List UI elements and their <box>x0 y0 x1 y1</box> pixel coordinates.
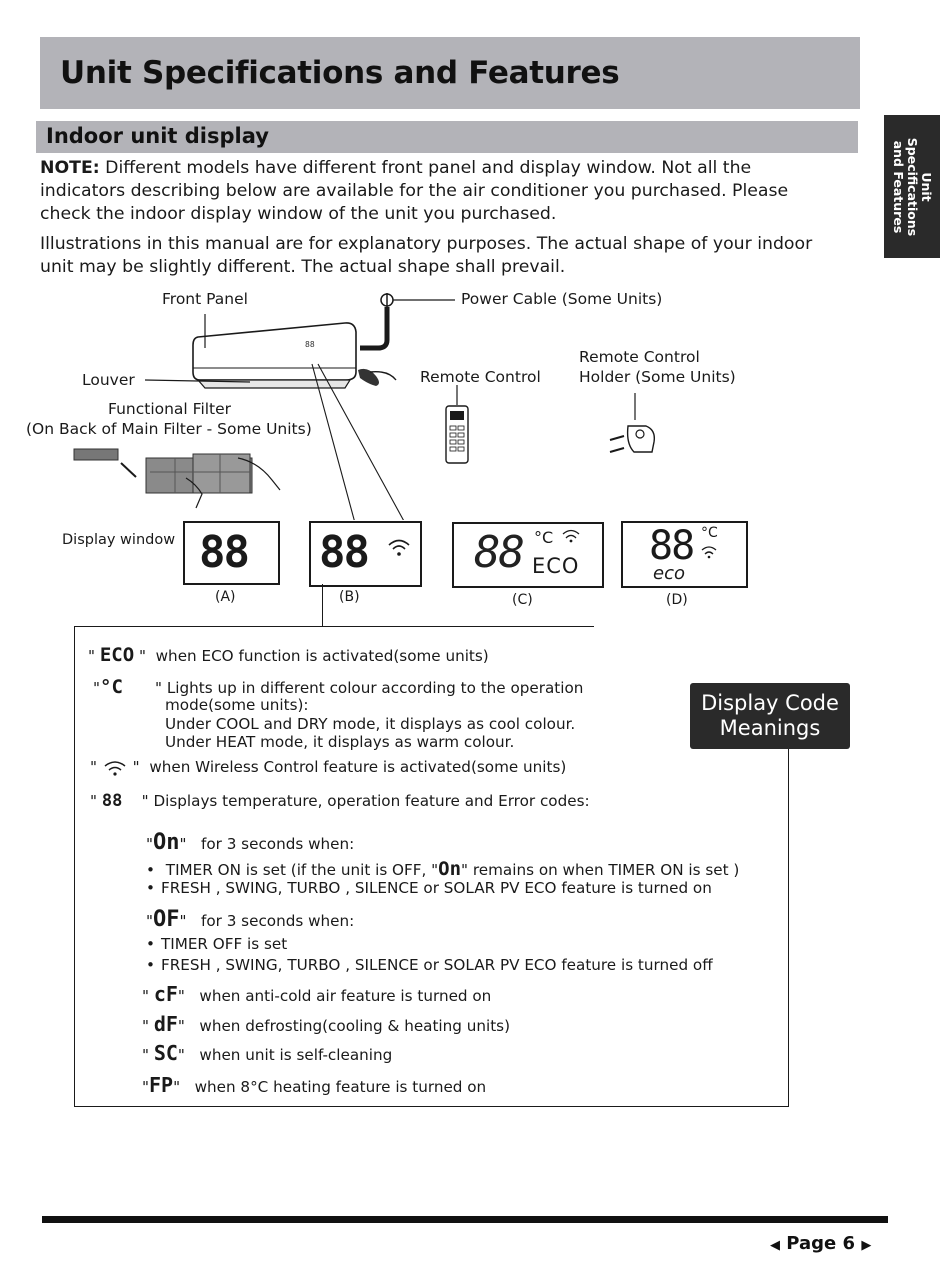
display-c-unit: °C <box>534 528 554 547</box>
df-text: when defrosting(cooling & heating units) <box>199 1017 511 1035</box>
legend-on-row: "On" for 3 seconds when: <box>146 830 355 855</box>
legend-wifi-row: " " when Wireless Control feature is act… <box>90 758 567 776</box>
note-label: NOTE: <box>40 158 100 178</box>
section-title: Indoor unit display <box>46 124 269 148</box>
functional-filter-icon <box>73 448 281 509</box>
legend-digits-row: " 88 " Displays temperature, operation f… <box>90 791 590 811</box>
display-d-eco: eco <box>653 563 685 584</box>
legend-sc-row: " SC" when unit is self-cleaning <box>142 1041 393 1065</box>
power-cable-label: Power Cable (Some Units) <box>461 290 663 308</box>
legend-fp-row: "FP" when 8°C heating feature is turned … <box>142 1073 487 1097</box>
legend-right-border <box>788 747 789 1107</box>
display-window-b: 88 <box>309 521 422 587</box>
page-title-bar: Unit Specifications and Features <box>40 37 860 109</box>
display-c-letter: (C) <box>512 592 533 608</box>
wifi-icon <box>104 760 126 776</box>
pipe-icon <box>358 368 379 386</box>
display-b-digits: 88 <box>319 527 370 578</box>
section-bar: Indoor unit display <box>36 121 858 153</box>
display-d-letter: (D) <box>666 592 688 608</box>
side-tab: Unit Specifications and Features <box>884 115 940 258</box>
cf-text: when anti-cold air feature is turned on <box>199 987 492 1005</box>
display-c-digits: 88 <box>474 527 525 578</box>
wifi-icon <box>388 539 410 556</box>
display-window-label: Display window <box>62 532 176 548</box>
df-symbol: dF <box>153 1012 178 1036</box>
display-window-c: 88 °C ECO <box>452 522 604 588</box>
display-window-a: 88 <box>183 521 280 585</box>
front-panel-label: Front Panel <box>162 290 248 308</box>
illustration-paragraph: Illustrations in this manual are for exp… <box>40 234 813 277</box>
cf-symbol: cF <box>153 982 178 1006</box>
celsius-text-4: Under HEAT mode, it displays as warm col… <box>165 733 515 751</box>
on-bullet-2: FRESH , SWING, TURBO , SILENCE or SOLAR … <box>146 879 712 897</box>
fp-text: when 8°C heating feature is turned on <box>194 1078 487 1096</box>
legend-connector <box>322 584 323 626</box>
celsius-text-2: mode(some units): <box>165 696 309 714</box>
on-bullet-1: TIMER ON is set (if the unit is OFF, "On… <box>146 858 740 880</box>
display-window-d: 88 °C eco <box>621 521 748 588</box>
of-bullet-2: FRESH , SWING, TURBO , SILENCE or SOLAR … <box>146 956 713 974</box>
of-text: for 3 seconds when: <box>200 912 355 930</box>
page-title: Unit Specifications and Features <box>60 55 620 91</box>
functional-filter-sublabel: (On Back of Main Filter - Some Units) <box>26 420 312 438</box>
wifi-text: when Wireless Control feature is activat… <box>149 758 567 776</box>
celsius-text-3: Under COOL and DRY mode, it displays as … <box>165 715 576 733</box>
of-bullet-1: TIMER OFF is set <box>146 935 287 953</box>
page-nav: ◀ Page 6 ▶ <box>770 1233 871 1254</box>
display-code-badge: Display Code Meanings <box>690 683 850 749</box>
note-paragraph: NOTE: Different models have different fr… <box>40 157 840 226</box>
fp-symbol: FP <box>149 1073 174 1097</box>
legend-box <box>74 626 789 1107</box>
display-a-letter: (A) <box>215 589 236 605</box>
digits-text: Displays temperature, operation feature … <box>153 792 590 810</box>
sc-text: when unit is self-cleaning <box>199 1046 393 1064</box>
prev-page-icon[interactable]: ◀ <box>770 1238 780 1253</box>
display-d-unit: °C <box>701 525 718 541</box>
legend-df-row: " dF" when defrosting(cooling & heating … <box>142 1012 511 1036</box>
celsius-text-1: " Lights up in different colour accordin… <box>155 679 584 697</box>
display-d-digits: 88 <box>649 523 695 569</box>
next-page-icon[interactable]: ▶ <box>861 1238 872 1253</box>
legend-eco-row: " ECO " when ECO function is activated(s… <box>88 644 489 666</box>
display-c-eco: ECO <box>532 554 580 578</box>
eco-symbol: ECO <box>99 644 135 666</box>
legend-celsius-row: "°C <box>93 676 123 698</box>
remote-holder-icon <box>609 393 656 453</box>
hand-icon <box>237 457 281 491</box>
on-symbol-inline: On <box>438 858 462 880</box>
power-cable-line <box>360 307 390 351</box>
note-text: Different models have different front pa… <box>40 158 789 224</box>
on-text: for 3 seconds when: <box>200 835 355 853</box>
remote-control-icon <box>445 385 469 464</box>
wifi-icon <box>701 546 717 559</box>
footer-rule <box>42 1216 888 1223</box>
page-number: Page 6 <box>786 1233 856 1254</box>
legend-cf-row: " cF" when anti-cold air feature is turn… <box>142 982 492 1006</box>
celsius-symbol: °C <box>100 676 123 698</box>
louver-label: Louver <box>82 371 135 389</box>
wifi-icon <box>562 529 580 543</box>
display-a-digits: 88 <box>199 527 250 578</box>
indoor-unit: 88 <box>192 322 397 389</box>
eco-text: when ECO function is activated(some unit… <box>155 647 489 665</box>
remote-holder-label-1: Remote Control <box>579 348 700 366</box>
sc-symbol: SC <box>153 1041 178 1065</box>
legend-of-row: "OF" for 3 seconds when: <box>146 907 355 932</box>
functional-filter-label: Functional Filter <box>108 400 232 418</box>
display-b-letter: (B) <box>339 589 360 605</box>
indoor-unit-diagram: 88 <box>73 293 656 520</box>
of-symbol: OF <box>153 907 180 932</box>
digits-symbol: 88 <box>101 791 123 811</box>
side-tab-label: Unit Specifications and Features <box>891 137 934 236</box>
legend-top-border <box>74 626 594 627</box>
remote-holder-label-2: Holder (Some Units) <box>579 368 736 386</box>
unit-display-text: 88 <box>305 340 315 349</box>
on-symbol: On <box>153 830 180 855</box>
remote-control-label: Remote Control <box>420 368 541 386</box>
